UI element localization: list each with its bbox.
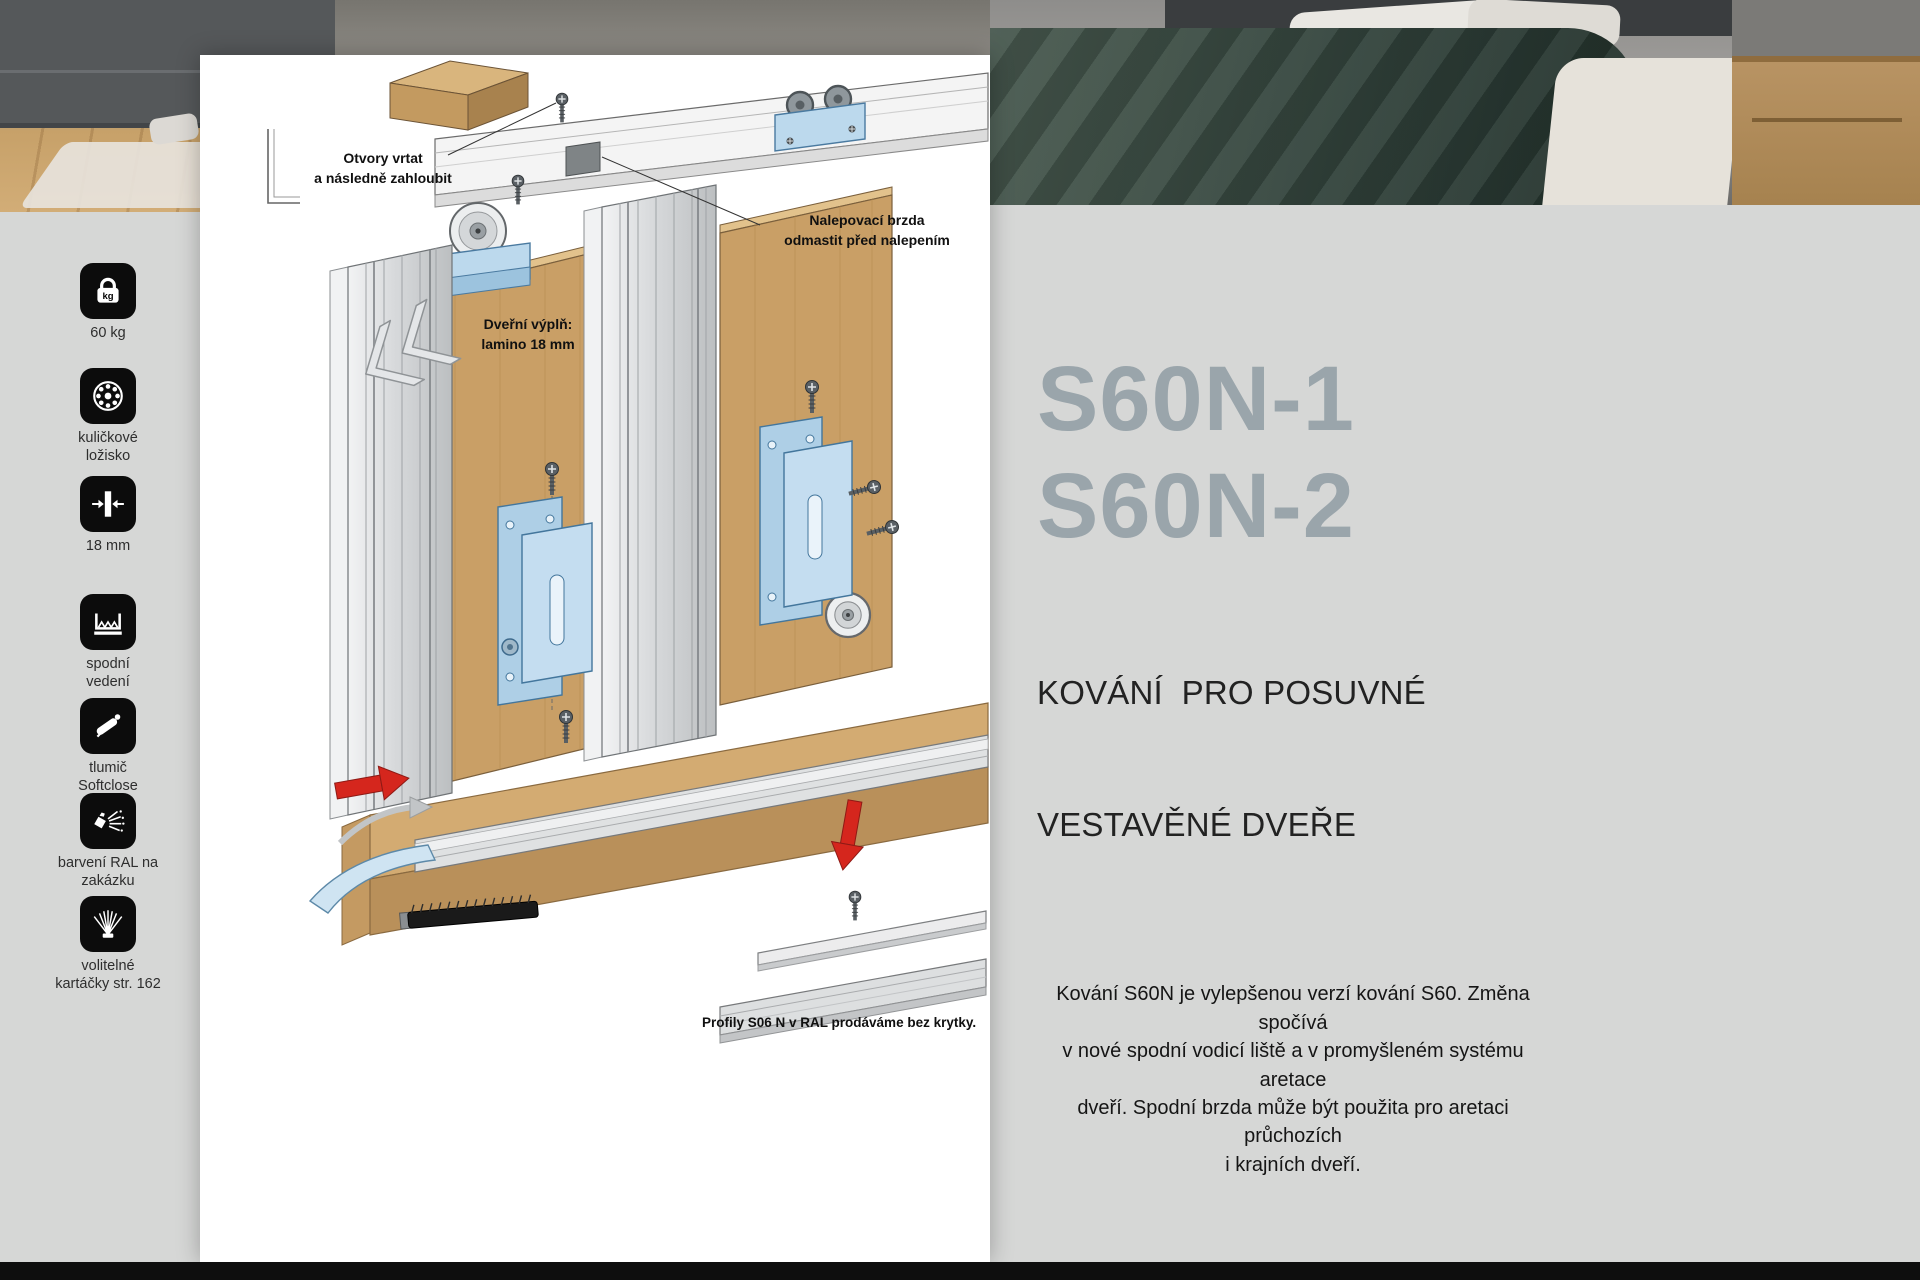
feature-weight: kg 60 kg (52, 263, 164, 343)
diagram-footnote: Profily S06 N v RAL prodáváme bez krytky… (702, 1015, 977, 1030)
feature-thickness: 18 mm (52, 476, 164, 556)
ball-bearing-icon (80, 368, 136, 424)
bottom-extras (308, 765, 987, 1044)
product-title-1: S60N-1 (1037, 348, 1355, 450)
ral-paint-icon (80, 793, 136, 849)
brake-slot (565, 141, 601, 177)
diagram-panel: Otvory vrtat a následně zahloubit Nalepo… (200, 55, 990, 1262)
feature-label: 18 mm (85, 538, 131, 554)
feature-label: barvení RAL na zakázku (57, 855, 159, 889)
bottom-black-bar (0, 1262, 1920, 1280)
weight-kg-icon: kg (80, 263, 136, 319)
bedroom-photo-right (990, 0, 1920, 205)
track-screw (555, 92, 569, 124)
bottom-base (341, 702, 989, 946)
feature-label: volitelné kartáčky str. 162 (55, 958, 161, 992)
rail-cover-mini-section (719, 799, 987, 1044)
cabinet-drawer-line (0, 70, 335, 73)
red-arrow-down (830, 799, 865, 871)
upper-roller-assembly (439, 174, 531, 298)
subtitle-line-1: KOVÁNÍ PRO POSUVNÉ (1037, 674, 1426, 712)
cover-plate (757, 910, 987, 966)
feature-sidebar: kg 60 kg kuličkové ložisko (52, 0, 164, 1280)
feature-ral: barvení RAL na zakázku (52, 793, 164, 890)
panel-thickness-icon (80, 476, 136, 532)
feature-label: kuličkové ložisko (78, 430, 138, 464)
left-profile (329, 244, 453, 820)
bottom-rail (414, 734, 989, 873)
annotation-brake: Nalepovací brzda odmastit před nalepením (784, 212, 950, 248)
motion-arrow (337, 804, 415, 846)
annotation-drill: Otvory vrtat a následně zahloubit (314, 150, 452, 186)
bottom-guide-icon (80, 594, 136, 650)
corner-profile-sketch (267, 129, 300, 204)
softclose-damper-icon (80, 698, 136, 754)
top-track-assembly (389, 60, 989, 208)
guide-piece (308, 844, 437, 914)
optional-brushes-icon (80, 896, 136, 952)
feature-bearing: kuličkové ložisko (52, 368, 164, 465)
right-bracket-assembly (759, 379, 901, 639)
direction-chevrons (365, 298, 462, 387)
description-line: dveří. Spodní brzda může být použita pro… (1077, 1097, 1509, 1148)
svg-text:kg: kg (102, 291, 113, 302)
duvet-folds (990, 28, 1638, 205)
feature-label: tlumič Softclose (78, 760, 138, 794)
feature-brushes: volitelné kartáčky str. 162 (52, 896, 164, 993)
description-line: v nové spodní vodicí liště a v promyšlen… (1062, 1040, 1524, 1091)
top-roller-carriage (774, 84, 866, 152)
feature-label: 60 kg (90, 325, 126, 341)
wooden-beam (389, 60, 529, 131)
left-bracket-assembly (497, 461, 593, 744)
description-line: Kování S60N je vylepšenou verzí kování S… (1056, 983, 1530, 1034)
bed-sheet (1542, 58, 1743, 205)
product-title-2: S60N-2 (1037, 454, 1355, 557)
description-line: i krajních dveří. (1225, 1153, 1361, 1176)
product-info: S60N-1 S60N-2 KOVÁNÍ PRO POSUVNÉ VESTAVĚ… (1037, 346, 1577, 1179)
feature-label: spodní vedení (86, 656, 130, 690)
nightstand-drawer-line (1752, 118, 1902, 122)
nightstand-top (1732, 56, 1920, 62)
feature-softclose: tlumič Softclose (52, 698, 164, 795)
subtitle-line-2: VESTAVĚNÉ DVEŘE (1037, 805, 1357, 843)
red-arrow-left (334, 765, 410, 801)
aluminium-profiles (329, 184, 717, 820)
annotation-infill: Dveřní výplň: lamino 18 mm (481, 316, 575, 352)
product-description: Kování S60N je vylepšenou verzí kování S… (1037, 980, 1549, 1179)
brush-strip (399, 894, 539, 930)
wall (1732, 0, 1920, 58)
nightstand (1732, 56, 1920, 205)
exploded-diagram (267, 60, 989, 1044)
product-subtitle: KOVÁNÍ PRO POSUVNÉ VESTAVĚNÉ DVEŘE (1037, 583, 1577, 934)
duvet (990, 28, 1638, 205)
feature-bottom-guide: spodní vedení (52, 594, 164, 691)
annotation-leaders (267, 102, 761, 226)
right-profile (583, 184, 717, 762)
